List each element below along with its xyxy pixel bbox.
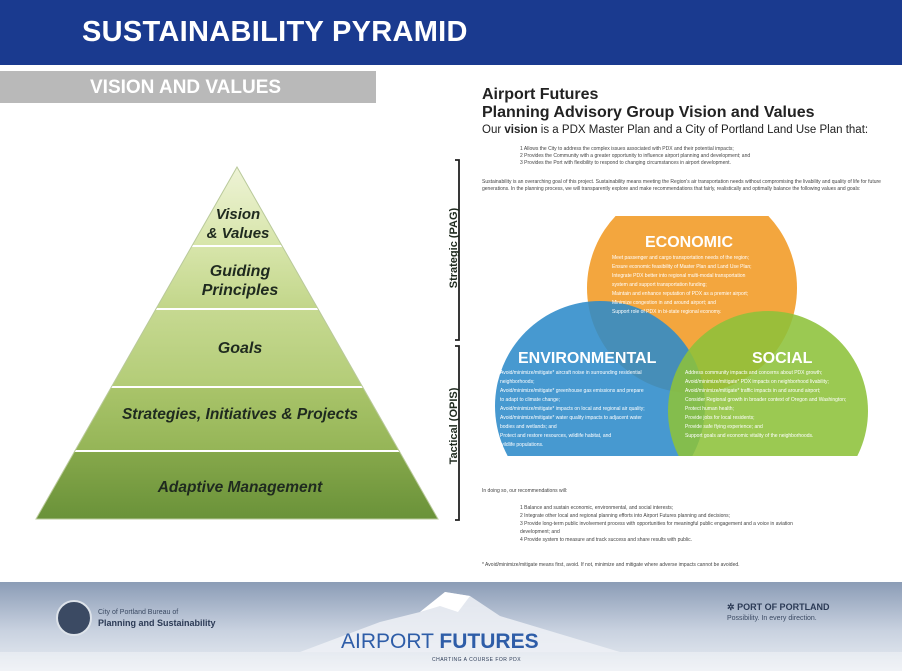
port-of-portland-logo: ✲ PORT OF PORTLAND Possibility. In every… xyxy=(727,602,830,622)
tactical-label: Tactical (OPIS) xyxy=(448,387,460,465)
strategic-label: Strategic (PAG) xyxy=(448,207,460,289)
pyramid-label-vision: Vision & Values xyxy=(206,206,270,242)
recommendations-list: 1 Balance and sustain economic, environm… xyxy=(520,505,793,543)
document-title: Airport Futures Planning Advisory Group … xyxy=(482,86,815,121)
city-seal-icon xyxy=(56,600,92,636)
economic-list: Meet passenger and cargo transportation … xyxy=(612,255,752,315)
bps-logo: City of Portland Bureau of Planning and … xyxy=(56,600,216,636)
airport-futures-logo: AIRPORT FUTURES xyxy=(341,630,539,653)
vision-statement: Our vision is a PDX Master Plan and a Ci… xyxy=(482,124,869,136)
pyramid-label-goals: Goals xyxy=(217,340,263,357)
vision-values-document: Airport Futures Planning Advisory Group … xyxy=(470,76,902,582)
footnote: * Avoid/minimize/mitigate means first, a… xyxy=(482,562,740,568)
sustainability-paragraph: Sustainability is an overarching goal of… xyxy=(482,179,881,192)
slide-subtitle: VISION AND VALUES xyxy=(90,77,282,98)
mountain-graphic xyxy=(0,592,902,671)
strategic-bracket xyxy=(455,159,460,341)
environmental-title: ENVIRONMENTAL xyxy=(518,350,657,367)
vision-list: 1 Allows the City to address the complex… xyxy=(520,146,751,166)
pyramid-label-adaptive: Adaptive Management xyxy=(157,479,323,496)
pyramid-label-strategies: Strategies, Initiatives & Projects xyxy=(121,406,359,423)
economic-title: ECONOMIC xyxy=(645,234,733,251)
airport-futures-tagline: CHARTING A COURSE FOR PDX xyxy=(432,657,522,663)
sustainability-pyramid xyxy=(35,159,460,521)
tactical-bracket xyxy=(455,345,460,521)
environmental-list: Avoid/minimize/mitigate* aircraft noise … xyxy=(500,370,645,448)
title-bar: SUSTAINABILITY PYRAMID xyxy=(0,0,902,65)
pyramid-level-adaptive xyxy=(36,452,438,519)
port-star-icon: ✲ xyxy=(727,602,735,612)
slide-title: SUSTAINABILITY PYRAMID xyxy=(82,16,468,48)
pyramid-label-principles: Guiding Principles xyxy=(201,263,279,299)
subtitle-bar: VISION AND VALUES xyxy=(0,71,376,103)
social-list: Address community impacts and concerns a… xyxy=(685,370,847,439)
social-title: SOCIAL xyxy=(752,350,813,367)
recommendations-intro: In doing so, our recommendations will: xyxy=(482,488,568,494)
venn-diagram xyxy=(495,216,868,456)
footer-banner xyxy=(0,582,902,671)
